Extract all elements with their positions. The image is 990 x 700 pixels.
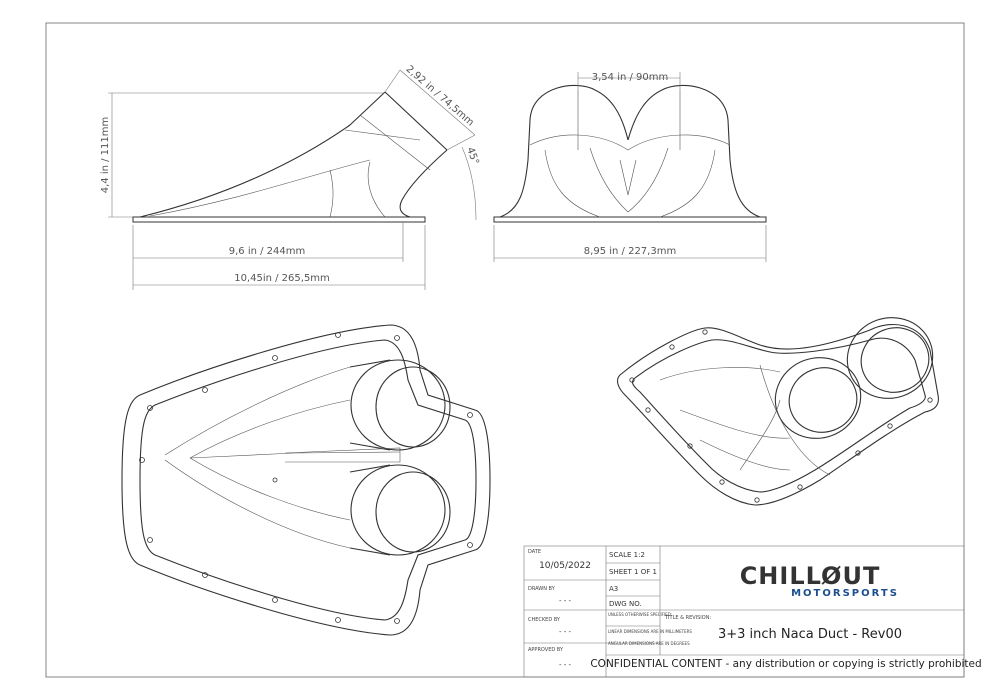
logo-main-text: CHILLØUT xyxy=(740,562,881,590)
tolerance-note-3: ANGULAR DIMENSIONS ARE IN DEGREES xyxy=(608,641,690,646)
approved-by-value: - - - xyxy=(559,661,572,669)
top-view xyxy=(121,324,491,636)
dim-base-length: 9,6 in / 244mm xyxy=(229,246,306,257)
sheet-border xyxy=(45,22,965,678)
scale-value: SCALE 1:2 xyxy=(609,551,645,559)
iso-view xyxy=(616,317,939,506)
sheet-value: SHEET 1 OF 1 xyxy=(609,568,657,576)
side-view: 4,4 in / 111mm 2,92 in / 74,5mm 45° 9,6 … xyxy=(100,64,481,290)
drawn-by-label: DRAWN BY xyxy=(528,586,556,592)
dim-total-length: 10,45in / 265,5mm xyxy=(234,273,330,284)
tolerance-note-1: UNLESS OTHERWISE SPECIFIED: xyxy=(608,612,672,617)
front-view: 3,54 in / 90mm 8,95 in / 227,3mm xyxy=(493,72,767,262)
dim-outlet-spacing: 3,54 in / 90mm xyxy=(592,72,669,83)
dim-side-height: 4,4 in / 111mm xyxy=(100,117,111,194)
date-label: DATE xyxy=(528,549,541,555)
confidential-notice: CONFIDENTIAL CONTENT - any distribution … xyxy=(590,658,981,670)
upper-outlet xyxy=(349,359,451,451)
iso-outlet-front xyxy=(774,357,862,439)
date-value: 10/05/2022 xyxy=(539,561,591,571)
size-value: A3 xyxy=(609,585,618,593)
lower-outlet xyxy=(349,464,451,556)
tolerance-note-2: LINEAR DIMENSIONS ARE IN MILLIMETERS xyxy=(608,629,692,634)
logo-sub-text: MOTORSPORTS xyxy=(791,588,899,599)
drawn-by-value: - - - xyxy=(559,597,572,605)
dim-angle: 45° xyxy=(464,146,480,166)
iso-outlet-rear xyxy=(846,317,934,399)
checked-by-value: - - - xyxy=(559,628,572,636)
company-logo: CHILLØUT MOTORSPORTS xyxy=(740,562,899,599)
title-value: 3+3 inch Naca Duct - Rev00 xyxy=(718,627,902,642)
title-label: TITLE & REVISION: xyxy=(664,615,711,621)
dim-front-width: 8,95 in / 227,3mm xyxy=(584,246,676,257)
checked-by-label: CHECKED BY xyxy=(528,617,561,623)
dwg-no-label: DWG NO. xyxy=(609,600,642,608)
title-block xyxy=(523,545,965,678)
approved-by-label: APPROVED BY xyxy=(528,647,564,653)
